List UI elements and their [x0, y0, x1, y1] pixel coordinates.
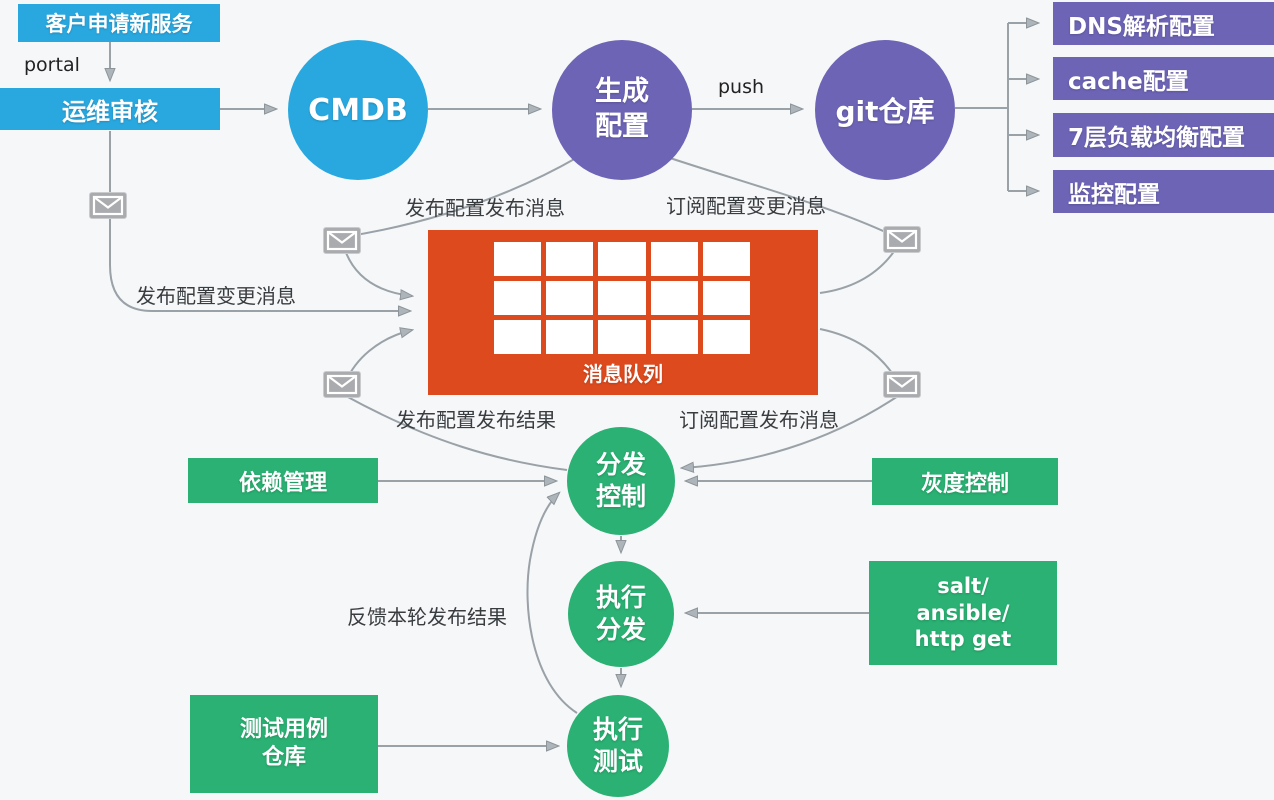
- label-publish-config-publish-result: 发布配置发布结果: [396, 408, 556, 432]
- queue-cell: [494, 281, 542, 315]
- queue-cell: [702, 281, 750, 315]
- label-subscribe-config-publish-message: 订阅配置发布消息: [679, 408, 839, 432]
- queue-cell: [650, 320, 698, 354]
- node-l7-lb-config: 7层负载均衡配置: [1053, 113, 1274, 157]
- queue-cell: [494, 242, 542, 276]
- queue-cell: [650, 281, 698, 315]
- node-dns-config: DNS解析配置: [1053, 2, 1274, 45]
- label-publish-config-publish-message: 发布配置发布消息: [405, 196, 565, 220]
- queue-cell: [546, 281, 594, 315]
- queue-cell: [598, 242, 646, 276]
- edge-mail-dispatch-publish-result: [345, 395, 568, 471]
- node-message-queue: 消息队列: [428, 230, 818, 395]
- label-feedback-round-result: 反馈本轮发布结果: [347, 605, 507, 629]
- label-push: push: [718, 76, 765, 98]
- queue-cell: [702, 242, 750, 276]
- node-ops-review: 运维审核: [0, 88, 220, 130]
- node-exec-test: 执行 测试: [567, 695, 669, 797]
- node-dependency-mgmt: 依赖管理: [188, 458, 378, 503]
- queue-label: 消息队列: [583, 362, 663, 386]
- label-publish-config-change-message: 发布配置变更消息: [136, 284, 296, 308]
- label-portal: portal: [24, 54, 80, 76]
- queue-cell: [494, 320, 542, 354]
- queue-cell: [598, 320, 646, 354]
- node-generate-config: 生成 配置: [552, 40, 692, 180]
- node-exec-dispatch: 执行 分发: [568, 561, 674, 667]
- edge-mail-dispatch-subscribe-publish: [682, 395, 899, 468]
- edge-genconfig-mail-subscribe-change: [666, 156, 899, 239]
- queue-cell: [650, 242, 698, 276]
- edge-genconfig-mail-publish: [343, 156, 579, 238]
- node-salt-tools: salt/ ansible/ http get: [869, 561, 1057, 665]
- queue-grid: [494, 242, 750, 354]
- mail-icon: [883, 371, 921, 398]
- node-git-repo: git仓库: [815, 40, 955, 180]
- label-subscribe-config-change-message: 订阅配置变更消息: [666, 194, 826, 218]
- queue-cell: [546, 242, 594, 276]
- node-dispatch-control: 分发 控制: [567, 427, 675, 535]
- node-test-case-repo: 测试用例 仓库: [190, 695, 378, 793]
- node-customer-request: 客户申请新服务: [18, 4, 220, 42]
- edge-opsreview-mail-queue-change: [109, 131, 410, 311]
- mail-icon: [323, 227, 361, 254]
- node-gray-control: 灰度控制: [872, 458, 1058, 505]
- queue-cell: [598, 281, 646, 315]
- queue-cell: [546, 320, 594, 354]
- node-monitor-config: 监控配置: [1053, 170, 1274, 213]
- queue-cell: [702, 320, 750, 354]
- edge-exectest-feedback-dispatch: [526, 493, 578, 714]
- node-cmdb: CMDB: [288, 40, 428, 180]
- mail-icon: [89, 192, 127, 219]
- mail-icon: [883, 226, 921, 253]
- mail-icon: [323, 371, 361, 398]
- node-cache-config: cache配置: [1053, 57, 1274, 100]
